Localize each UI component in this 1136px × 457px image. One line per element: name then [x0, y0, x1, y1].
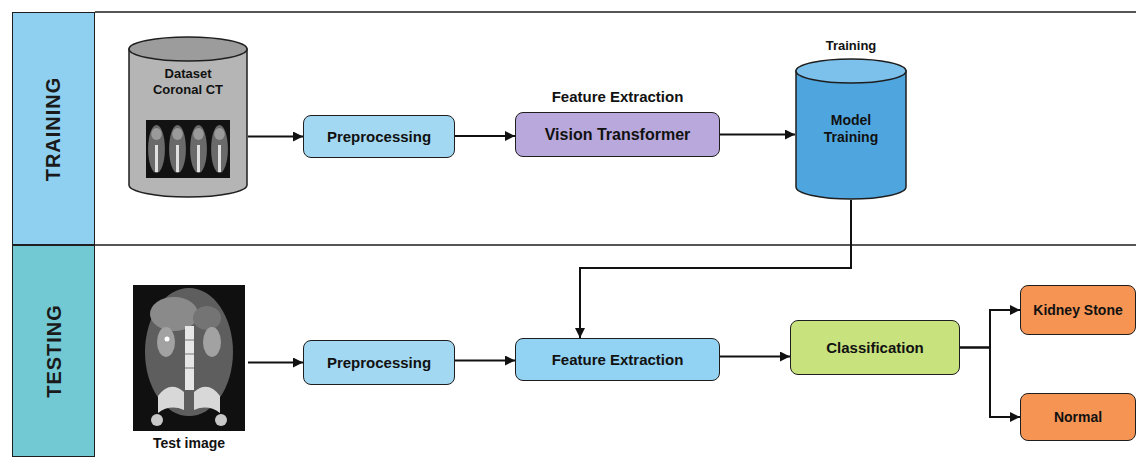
dataset-cylinder: Dataset Coronal CT [128, 36, 248, 198]
process-label: Preprocessing [327, 128, 431, 146]
classifier-box: Classification [790, 320, 960, 375]
shape-body: Preprocessing [303, 115, 455, 158]
shape-body: Model Training [795, 58, 907, 200]
flow-arrow [248, 362, 303, 364]
output-label: Kidney Stone [1033, 302, 1122, 319]
shape-body: Classification [790, 320, 960, 375]
cylinder-top [129, 37, 247, 61]
output-box: Normal [1020, 393, 1136, 441]
ct-strip [146, 120, 230, 178]
flow-arrow [455, 360, 515, 362]
shape-body: Preprocessing [303, 340, 455, 385]
shape-body: Normal [1020, 393, 1136, 441]
process-label: Classification [826, 339, 924, 357]
lane-band: TRAINING [12, 12, 95, 245]
stage-heading: Training [826, 38, 877, 54]
shape-body: TRAINING [12, 12, 95, 245]
process-label: Vision Transformer [545, 125, 691, 144]
image-caption: Test image [153, 435, 225, 452]
lane-label: TESTING [42, 304, 66, 398]
flow-arrow [720, 134, 795, 136]
flow-arrow [720, 356, 790, 358]
stage-heading: Feature Extraction [552, 88, 684, 106]
flow-arrow [960, 310, 1020, 348]
cylinder-top [796, 59, 906, 83]
image-frame [130, 283, 248, 433]
lane-label: TRAINING [42, 76, 66, 181]
process-box: Preprocessing [303, 115, 455, 158]
database-cylinder: TrainingModel Training [795, 34, 907, 200]
shape-body: Vision Transformer [515, 112, 720, 157]
shape-body: TESTING [12, 245, 95, 457]
ct-image: Test image [130, 283, 248, 453]
process-box: Preprocessing [303, 340, 455, 385]
process-label: Preprocessing [327, 354, 431, 372]
process-box: Feature Extraction [515, 338, 720, 381]
flow-arrow [960, 348, 1020, 418]
flow-arrow [455, 135, 515, 137]
frame-line [95, 11, 1136, 13]
cylinder-side [129, 49, 247, 197]
dataset-label: Dataset Coronal CT [140, 66, 236, 97]
output-label: Normal [1054, 409, 1102, 426]
cylinder-side [796, 71, 906, 199]
lane-band: TESTING [12, 245, 95, 457]
output-box: Kidney Stone [1020, 285, 1136, 335]
shape-body: Kidney Stone [1020, 285, 1136, 335]
cylinder-shape [128, 36, 248, 198]
frame-line [95, 244, 1136, 246]
flow-arrow [580, 200, 851, 338]
ct-scan-picture [133, 285, 245, 431]
shape-body: Dataset Coronal CT [128, 36, 248, 198]
database-label: Model Training [809, 112, 893, 146]
process-box: Feature ExtractionVision Transformer [515, 82, 720, 157]
flow-arrow [248, 136, 303, 138]
shape-body: Feature Extraction [515, 338, 720, 381]
process-label: Feature Extraction [552, 351, 684, 369]
